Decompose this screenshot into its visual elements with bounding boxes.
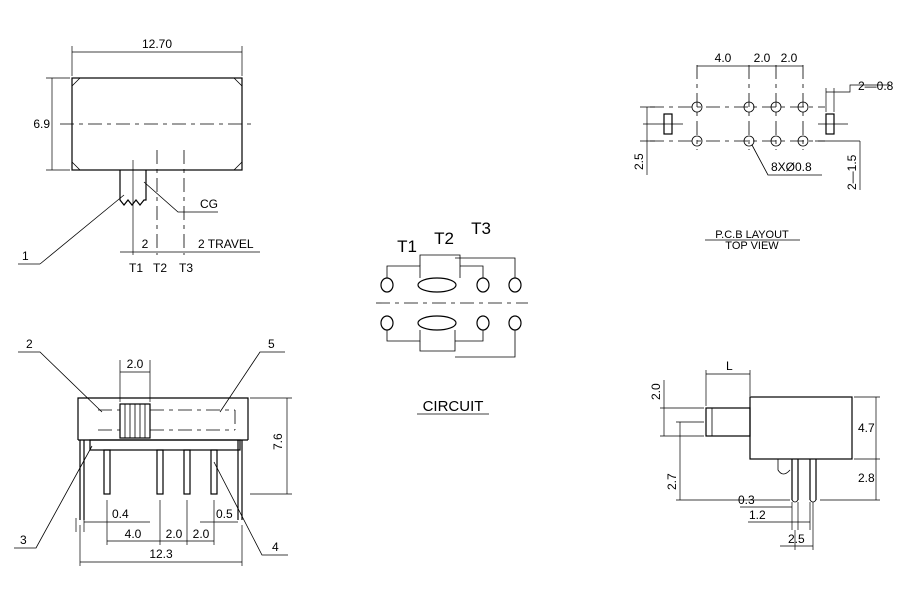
callout-3-leader	[14, 445, 93, 549]
side-dim-2-8: 2.8	[858, 471, 875, 485]
side-view: L 2.0 2.7 4.7 2.8 0.3 1.2 2.5	[649, 359, 880, 550]
side-dim-4-7: 4.7	[858, 421, 875, 435]
front-t1-label: T1	[129, 261, 143, 275]
pin-dimension-0-5: 0.5	[216, 507, 233, 521]
callout-2: 2	[26, 337, 33, 351]
side-dim-2-7: 2.7	[665, 473, 679, 490]
front-view: 12.70 6.9 1 CG 2 2 TRAVEL T1 T2 T3	[18, 37, 260, 275]
cg-leader	[143, 181, 218, 213]
pcb-dim-4-0: 4.0	[715, 51, 732, 65]
side-dim-0-3: 0.3	[738, 493, 755, 507]
lower-terminal-1	[380, 315, 394, 331]
pin-width-dimension-0-4: 0.4	[112, 507, 129, 521]
callout-1: 1	[22, 249, 29, 263]
callout-3: 3	[20, 533, 27, 547]
hole-callout-leader	[751, 144, 822, 176]
side-dim-L: L	[726, 359, 733, 373]
actuator-stem	[119, 170, 147, 206]
pin-pitch-4-0: 4.0	[125, 527, 142, 541]
upper-terminal-3	[476, 277, 490, 293]
pcb-title-line1: P.C.B LAYOUT	[715, 229, 789, 241]
side-dim-2-0: 2.0	[649, 383, 663, 400]
circuit-t1-label: T1	[397, 237, 417, 256]
height-dimension: 6.9	[33, 117, 50, 131]
pcb-holes	[691, 101, 809, 147]
pcb-dim-2-0-a: 2.0	[754, 51, 771, 65]
side-dim-1-2: 1.2	[749, 508, 766, 522]
base-plate	[89, 439, 241, 451]
callout-5: 5	[268, 337, 275, 351]
upper-bridge-left	[386, 265, 421, 278]
pin-pitch-2-0-a: 2.0	[166, 527, 183, 541]
circuit-caption: CIRCUIT	[423, 398, 484, 415]
pitch-dimension: 2	[142, 237, 149, 251]
side-actuator	[705, 407, 751, 437]
callout-5-leader	[219, 351, 285, 413]
callout-2-leader	[18, 351, 103, 413]
lower-terminal-4	[508, 315, 522, 331]
upper-common-terminal	[417, 277, 457, 293]
pcb-title-line2: TOP VIEW	[725, 240, 779, 252]
callout-4: 4	[272, 540, 279, 554]
cg-label: CG	[200, 197, 218, 211]
pcb-dim-2-1-5: 2—1.5	[845, 154, 859, 190]
circuit-t2-label: T2	[434, 229, 454, 248]
pcb-dim-2-0-b: 2.0	[781, 51, 798, 65]
bottom-height-dimension: 7.6	[271, 433, 285, 450]
upper-terminal-4	[508, 277, 522, 293]
solder-pins	[79, 440, 243, 520]
bottom-view: 2.0 7.6 2 5 3 4 0.4 0.5 4.0 2.0 2.0 12.3	[14, 337, 292, 566]
front-t2-label: T2	[153, 261, 167, 275]
callout-4-leader	[213, 461, 288, 556]
lower-terminal-3	[476, 315, 490, 331]
overall-pin-span-12-3: 12.3	[149, 547, 173, 561]
pcb-layout: 4.0 2.0 2.0 2—0.8 2—1.5 2.5 8XØ0.8 P.C.B…	[632, 51, 894, 252]
circuit-t3-label: T3	[471, 219, 491, 238]
pin-pitch-2-0-b: 2.0	[193, 527, 210, 541]
upper-terminal-1	[380, 277, 394, 293]
side-pins	[791, 459, 817, 500]
switch-housing	[77, 397, 249, 440]
side-dim-2-5: 2.5	[788, 532, 805, 546]
circuit-diagram: T1 T2 T3 CIRCUIT	[376, 219, 528, 415]
travel-label: 2 TRAVEL	[198, 237, 254, 251]
lower-common-terminal	[417, 315, 457, 331]
callout-1-leader	[39, 194, 125, 265]
width-dimension: 12.70	[142, 37, 172, 51]
front-t3-label: T3	[179, 261, 193, 275]
pcb-hole-callout: 8XØ0.8	[771, 160, 812, 174]
body-corner-chamfers	[71, 77, 243, 171]
pcb-dim-2-5: 2.5	[632, 153, 646, 170]
side-body	[749, 396, 853, 460]
pcb-dim-2-0-8: 2—0.8	[858, 79, 894, 93]
knob-width-dimension: 2.0	[127, 357, 144, 371]
